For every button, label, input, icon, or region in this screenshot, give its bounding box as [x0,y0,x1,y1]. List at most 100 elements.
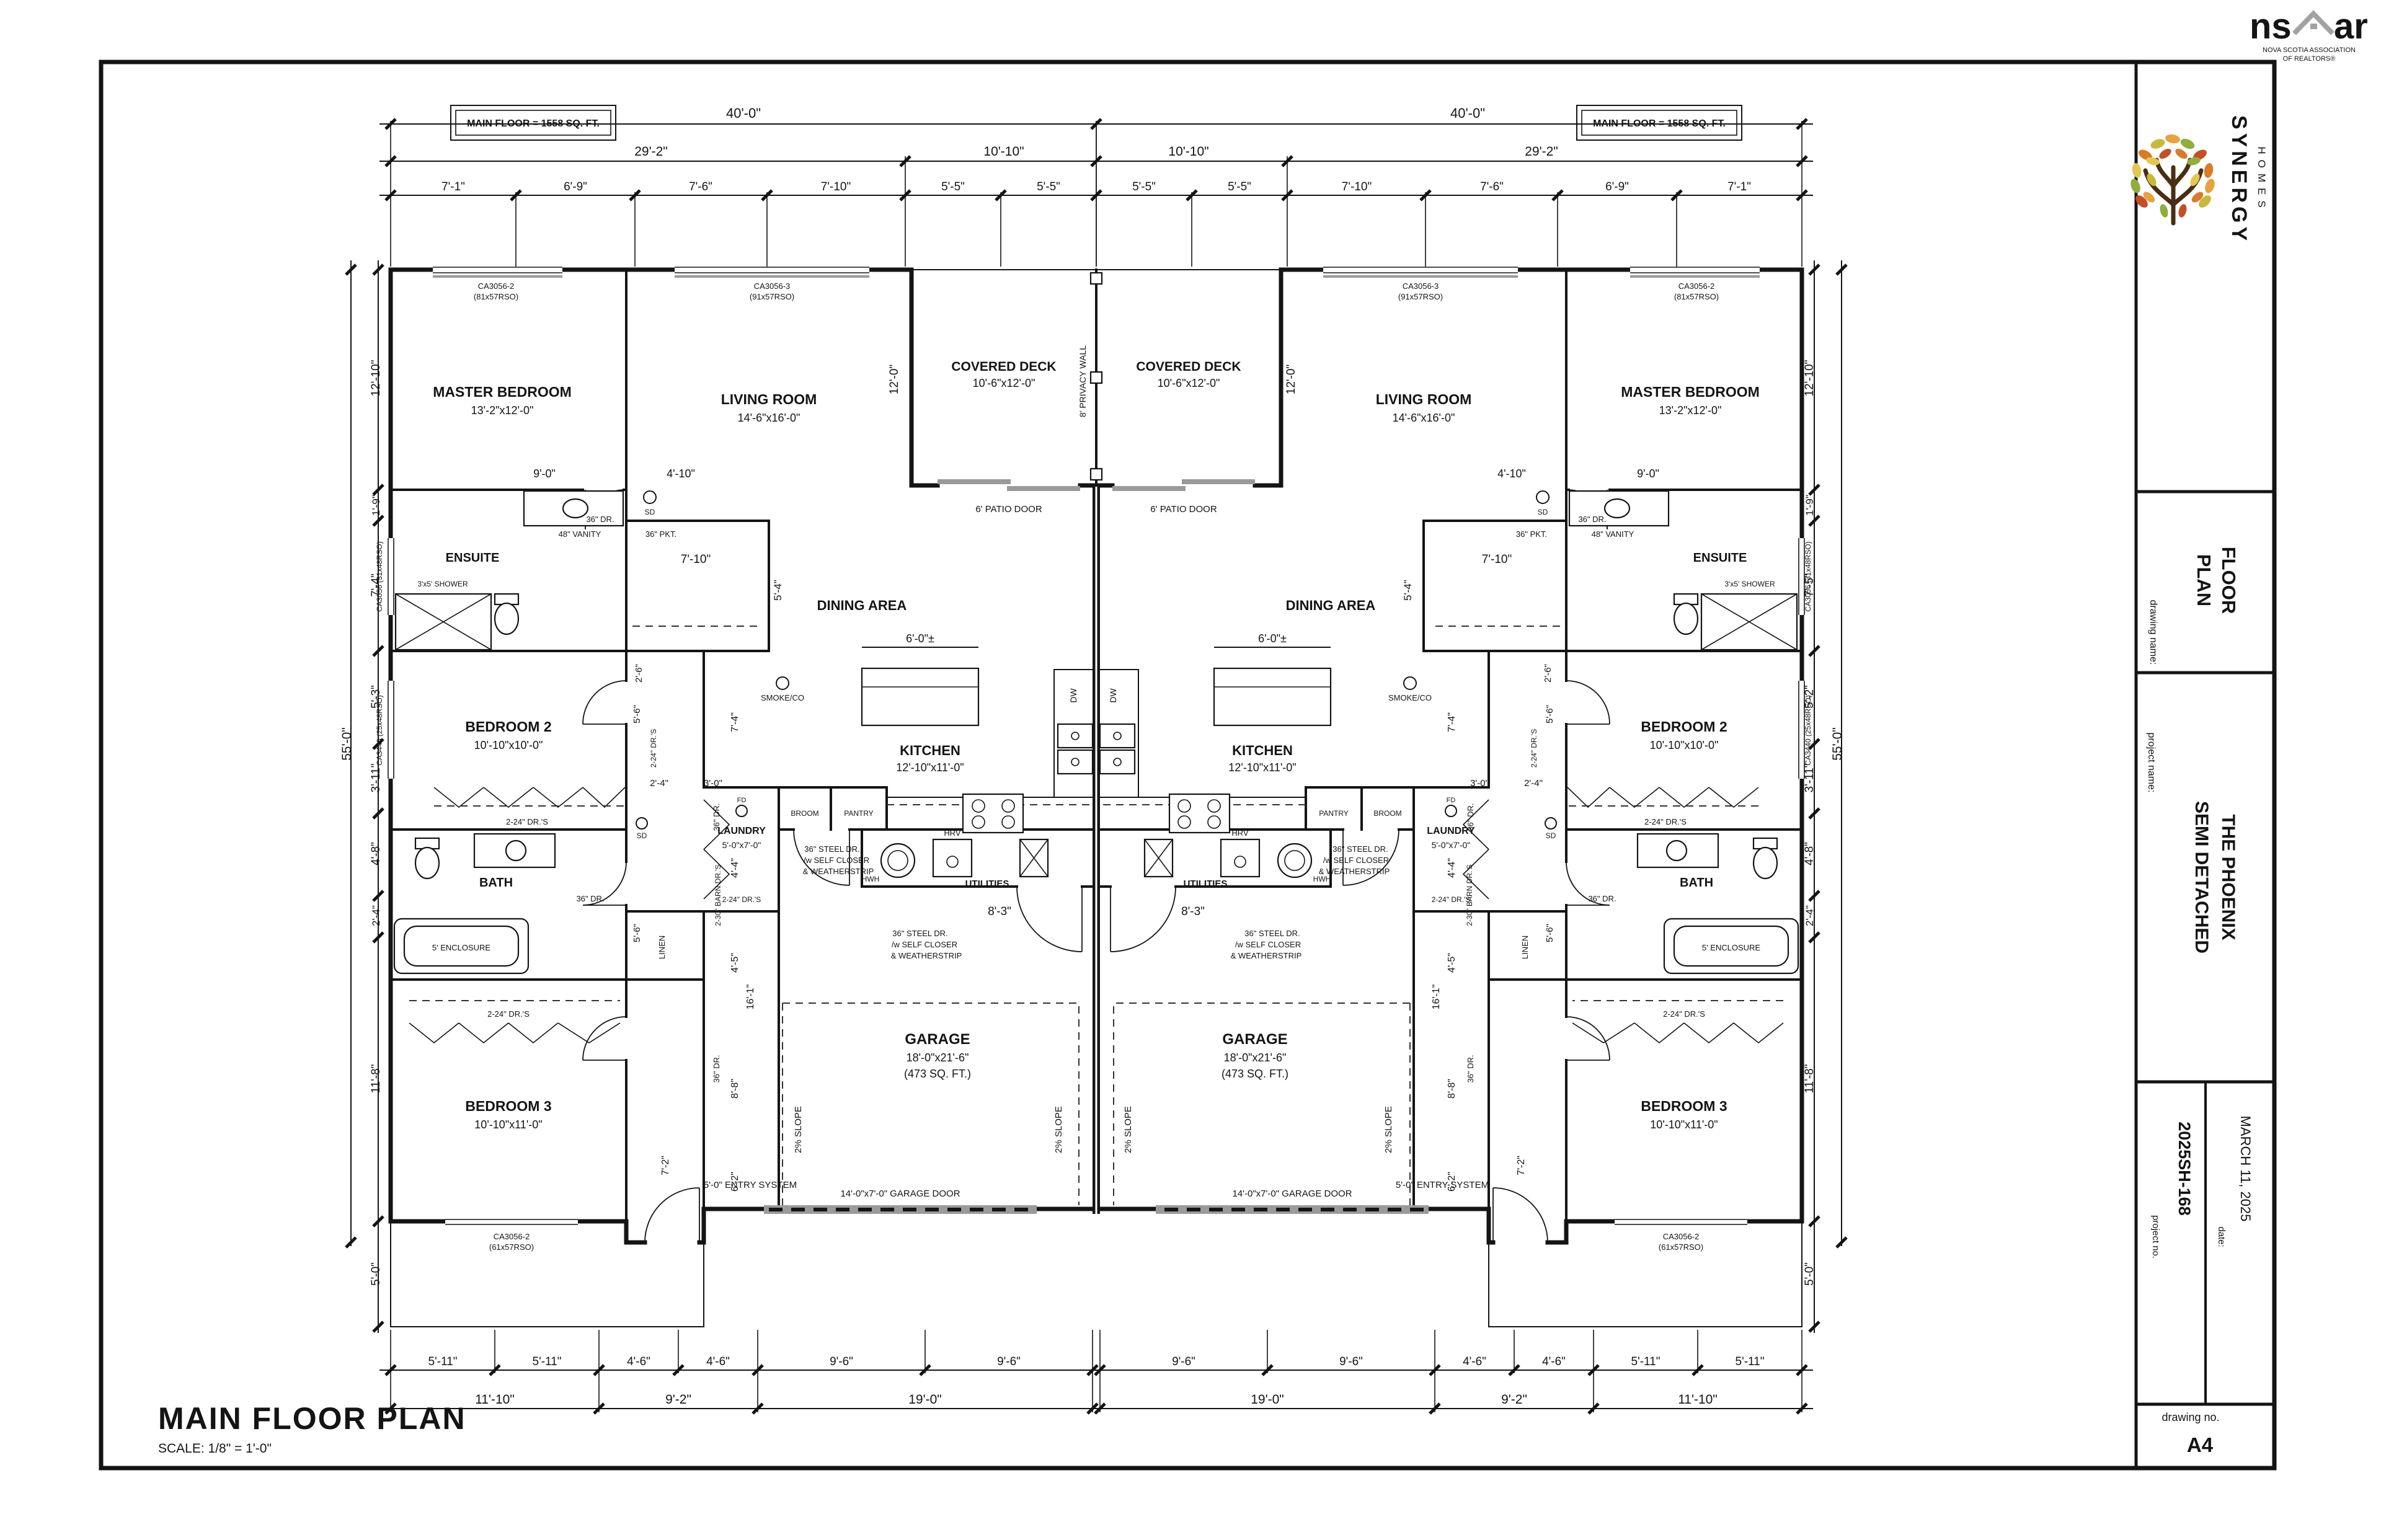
plan-label: 14'-6"x16'-0" [738,412,800,424]
plan-label: 6'-0"± [906,632,934,645]
plan-label: MAIN FLOOR = 1558 SQ. FT. [1593,118,1726,129]
plan-label: ENSUITE [1693,551,1747,565]
plan-label: 3'x5' SHOWER [417,580,468,588]
plan-label: 2'-4" [650,778,668,789]
plan-label: PANTRY [1319,809,1349,818]
plan-label: 6'-0"± [1258,632,1287,645]
plan-label: 36" DR. [576,894,604,903]
plan-label: LAUNDRY [717,826,766,836]
plan-label: PANTRY [844,809,874,818]
plan-label: 5'-0" ENTRY SYSTEM [704,1180,797,1190]
plan-label: (473 SQ. FT.) [904,1068,971,1080]
plan-label: 36" PKT. [1516,529,1547,539]
plan-label: 12'-10" [1803,360,1816,397]
plan-label: 7'-10" [681,553,711,566]
plan-label: 7'-2" [660,1156,671,1175]
plan-label: /w SELF CLOSER [1235,940,1301,949]
plan-label: 2% SLOPE [1053,1106,1064,1153]
plan-label: 3'-11" [370,764,383,793]
plan-label: 2'-4" [370,905,382,926]
plan-label: 12'-10" [370,360,383,397]
plan-label: FD [737,797,747,804]
nsaar-door-icon [2310,24,2317,29]
plan-label: 36" DR. [1578,515,1606,524]
plan-label: 10'-10" [983,144,1024,159]
plan-label: 5'-11" [533,1355,562,1368]
plan-label: KITCHEN [900,743,960,758]
plan-label: 7'-1" [441,180,465,193]
plan-label: BEDROOM 3 [465,1098,551,1114]
plan-label: SMOKE/CO [1388,693,1432,702]
plan-label: 2-24" DR.'S [487,1009,530,1019]
plan-label: 18'-0"x21'-6" [907,1051,969,1064]
plan-label: 29'-2" [1525,144,1558,159]
tree-trunk-icon [2143,157,2204,226]
plan-label: 55'-0" [340,727,354,761]
nsaar-right: ar [2334,6,2368,46]
plan-label: HWH [862,875,880,883]
plan-label: 36" DR. [712,803,721,831]
plan-label: 11'-8" [370,1064,383,1094]
drawing-name-label: drawing name: [2148,600,2158,665]
plan-label: CA3056-3 [754,281,791,291]
plan-label: 14'-6"x16'-0" [1393,412,1455,424]
plan-label: 2-24" DR.'S [506,817,548,826]
plan-label: & WEATHERSTRIP [1319,867,1390,876]
plan-label: 19'-0" [1251,1392,1284,1407]
plan-label: 1'-9" [1804,495,1816,516]
plan-label: 4'-5" [1447,953,1457,973]
plan-label: 5'-6" [1545,924,1555,942]
plan-label: 5'-0" ENTRY SYSTEM [1396,1180,1489,1190]
plan-label: 7'-6" [689,180,712,193]
plan-label: (61x57RSO) [489,1242,534,1252]
plan-label: 7'-1" [1727,180,1751,193]
plan-label: MASTER BEDROOM [1621,384,1760,400]
plan-label: 4'-6" [1463,1355,1486,1368]
plan-label: 4'-4" [730,858,740,878]
plan-label: 4'-4" [1447,858,1457,878]
plan-label: 10'-10" [1168,144,1208,159]
plan-label: 2'-6" [1543,664,1553,683]
plan-label: DW [1108,688,1118,703]
party-wall [1089,268,1103,1214]
plan-label: 18'-0"x21'-6" [1224,1051,1287,1064]
plan-label: 36" DR. [1588,894,1616,903]
plan-label: & WEATHERSTRIP [803,867,874,876]
drawing-name-line2: PLAN [2193,554,2215,606]
plan-label: DINING AREA [817,598,907,613]
plan-label: 7'-10" [1342,180,1372,193]
plan-label: LIVING ROOM [1376,391,1472,407]
plan-label: 7'-4" [1447,712,1457,732]
plan-label: 5'-11" [1736,1355,1765,1368]
plan-label: 2-24" DR.'S [1432,895,1471,904]
tree-leaves-icon [2130,134,2215,218]
plan-label: 16'-1" [745,985,756,1010]
plan-label: & WEATHERSTRIP [1231,951,1302,960]
plan-label: CA3440 (25x48RSO) [375,695,384,765]
plan-label: LINEN [657,936,667,959]
plan-label: DW [1068,688,1078,703]
plan-label: 5' ENCLOSURE [1702,943,1761,952]
project-no-value: 2025SH-168 [2175,1122,2194,1216]
plan-label: 14'-0"x7'-0" GARAGE DOOR [1232,1188,1352,1199]
plan-label: 12'-10"x11'-0" [896,761,964,774]
plan-label: 14'-0"x7'-0" GARAGE DOOR [840,1188,960,1199]
plan-label: 7'-10" [821,180,851,193]
sheet-border [99,60,2277,1471]
plan-label: 2-30" BARN DR.'S [714,864,722,926]
plan-label: 7'-4" [730,712,740,732]
plan-label: 5' ENCLOSURE [432,943,491,952]
drawing-no-value: A4 [2187,1433,2214,1456]
nsaar-caption1: NOVA SCOTIA ASSOCIATION [2263,46,2356,54]
tick-marks [345,118,1848,1415]
plan-label: 10'-10"x10'-0" [474,739,543,751]
project-name-label: project name: [2146,733,2157,793]
plan-label: 8' PRIVACY WALL [1078,345,1088,417]
plan-label: 2-24" DR.'S [1644,817,1687,826]
plan-label: COVERED DECK [951,360,1056,374]
date-label: date: [2216,1226,2227,1247]
plan-label: CA3440 (25x48RSO) [1804,695,1812,765]
plan-label: BROOM [1373,809,1401,818]
